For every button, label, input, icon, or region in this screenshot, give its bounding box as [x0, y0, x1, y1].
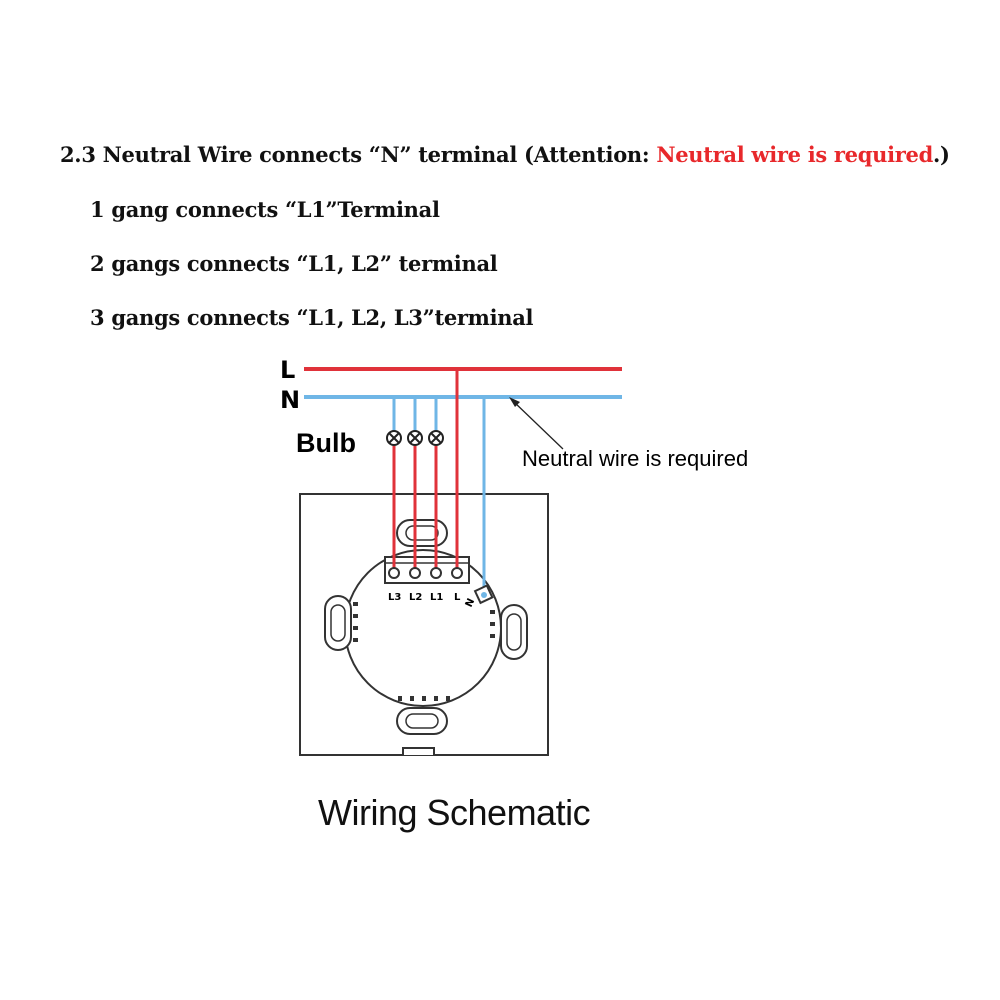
circle-ticks [353, 602, 495, 701]
heading-prefix: 2.3 Neutral Wire connects “N” terminal (… [60, 142, 657, 167]
mount-slot-bottom-inner [405, 713, 439, 729]
terminal-label-l2: L2 [409, 592, 422, 603]
terminal-label-l3: L3 [388, 592, 401, 603]
bulb-icons [386, 430, 444, 446]
heading-suffix: .) [932, 142, 950, 167]
neutral-note: Neutral wire is required [522, 446, 748, 471]
diagram-caption: Wiring Schematic [318, 792, 591, 833]
instruction-2-gangs: 2 gangs connects “L1, L2” terminal [90, 251, 498, 276]
section-heading: 2.3 Neutral Wire connects “N” terminal (… [60, 142, 950, 167]
instruction-3-gangs: 3 gangs connects “L1, L2, L3”terminal [90, 305, 534, 330]
mount-slot-top-inner [405, 525, 439, 541]
terminal-label-l: L [454, 592, 461, 603]
terminal-label-l1: L1 [430, 592, 443, 603]
mount-slot-right-inner [506, 613, 522, 651]
line-label: L [280, 356, 295, 384]
bulb-label: Bulb [296, 428, 356, 458]
terminal-screws [388, 567, 463, 579]
mount-slot-left-inner [330, 604, 346, 642]
neutral-label: N [280, 386, 300, 414]
instruction-1-gang: 1 gang connects “L1”Terminal [90, 197, 440, 222]
heading-warning: Neutral wire is required [656, 142, 933, 167]
plate-notch [402, 747, 435, 755]
annotation-arrow-line [512, 400, 564, 450]
annotation-arrow-head [509, 397, 520, 407]
